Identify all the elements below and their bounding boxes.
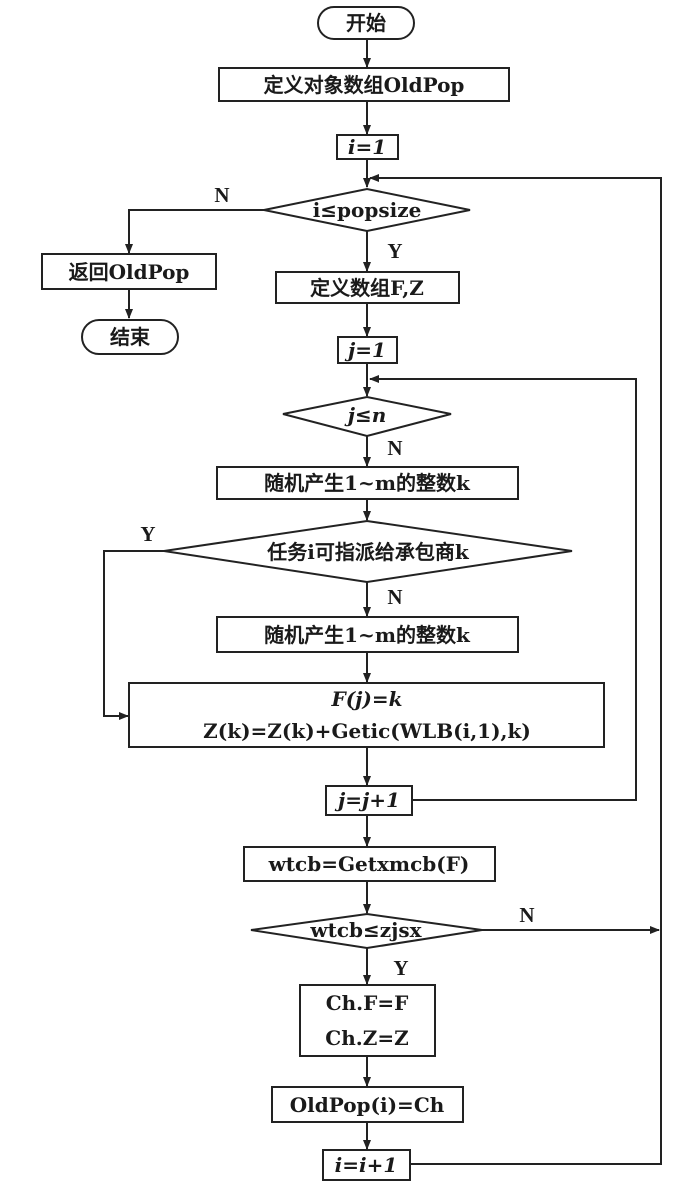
node-cond-assign-label: 任务i可指派给承包商k xyxy=(266,540,470,564)
node-rand-k-1-label: 随机产生1~m的整数k xyxy=(264,471,471,495)
label-cond-assign-no: N xyxy=(387,585,402,609)
node-start: 开始 xyxy=(317,6,415,40)
node-cond-j-label: j≤n xyxy=(344,403,387,427)
node-cond-i: i≤popsize xyxy=(263,187,471,233)
node-ch-f-label: Ch.F=F xyxy=(326,991,409,1015)
node-init-i-label: i=1 xyxy=(348,135,386,159)
node-rand-k-2-label: 随机产生1~m的整数k xyxy=(264,623,471,647)
node-init-j: j=1 xyxy=(337,336,398,364)
node-store-label: OldPop(i)=Ch xyxy=(290,1093,445,1117)
node-init-i: i=1 xyxy=(336,134,399,160)
node-end-label: 结束 xyxy=(110,325,151,349)
node-cond-wtcb: wtcb≤zjsx xyxy=(250,912,483,950)
node-define-oldpop: 定义对象数组OldPop xyxy=(218,67,510,102)
edge-loop-j xyxy=(369,375,637,801)
node-inc-i-label: i=i+1 xyxy=(335,1153,398,1177)
node-define-fz-label: 定义数组F,Z xyxy=(310,276,424,300)
label-cond-wtcb-yes: Y xyxy=(393,956,408,980)
node-store: OldPop(i)=Ch xyxy=(271,1086,464,1123)
label-cond-i-no: N xyxy=(214,183,229,207)
node-ch-z-label: Ch.Z=Z xyxy=(325,1026,408,1050)
node-define-fz: 定义数组F,Z xyxy=(275,271,460,304)
node-inc-j: j=j+1 xyxy=(325,785,413,816)
node-return-oldpop-label: 返回OldPop xyxy=(69,260,190,284)
connectors xyxy=(103,39,662,1165)
node-cond-j: j≤n xyxy=(282,395,452,438)
node-return-oldpop: 返回OldPop xyxy=(41,253,217,290)
node-cond-assign: 任务i可指派给承包商k xyxy=(163,519,573,584)
node-start-label: 开始 xyxy=(346,11,386,35)
label-cond-assign-yes: Y xyxy=(140,522,155,546)
node-init-j-label: j=1 xyxy=(344,338,386,362)
label-cond-wtcb-no: N xyxy=(519,903,534,927)
node-rand-k-2: 随机产生1~m的整数k xyxy=(216,616,519,653)
node-end: 结束 xyxy=(81,319,179,355)
label-cond-j-no: N xyxy=(387,436,402,460)
node-rand-k-1: 随机产生1~m的整数k xyxy=(216,466,519,500)
label-cond-i-yes: Y xyxy=(387,239,402,263)
node-assign-z-label: Z(k)=Z(k)+Getic(WLB(i,1),k) xyxy=(203,719,531,743)
node-define-oldpop-label: 定义对象数组OldPop xyxy=(264,73,465,97)
edge-cond-i-no xyxy=(125,209,264,254)
node-wtcb: wtcb=Getxmcb(F) xyxy=(243,846,496,882)
node-inc-j-label: j=j+1 xyxy=(334,788,400,812)
node-cond-i-label: i≤popsize xyxy=(313,198,422,222)
edge-loop-i xyxy=(369,174,662,1165)
node-wtcb-label: wtcb=Getxmcb(F) xyxy=(268,852,470,876)
node-ch: Ch.F=F Ch.Z=Z xyxy=(299,984,436,1057)
edge-cond-assign-yes xyxy=(103,550,164,720)
node-assign: F(j)=k Z(k)=Z(k)+Getic(WLB(i,1),k) xyxy=(128,682,605,748)
node-inc-i: i=i+1 xyxy=(322,1149,411,1181)
node-cond-wtcb-label: wtcb≤zjsx xyxy=(309,918,422,942)
node-assign-f-label: F(j)=k xyxy=(331,687,403,711)
